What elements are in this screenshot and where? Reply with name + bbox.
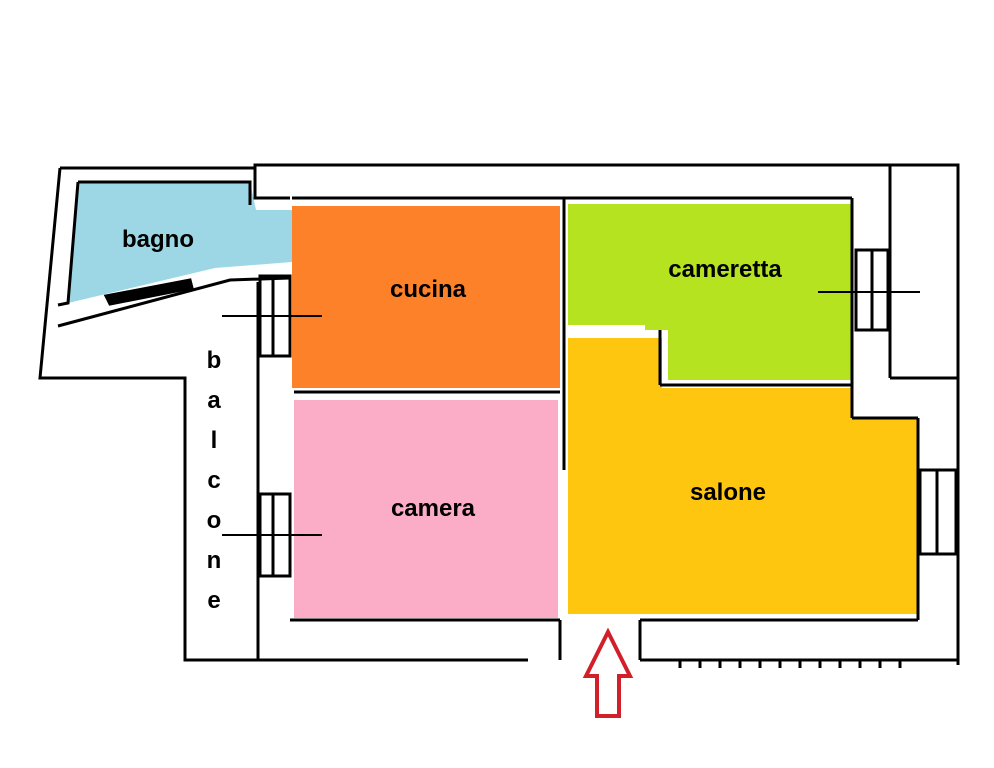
room-salone — [568, 338, 918, 614]
label-cucina: cucina — [390, 276, 467, 303]
railing — [678, 660, 902, 668]
balcone-letter: b — [207, 347, 222, 374]
fixture-lines — [222, 291, 920, 536]
room-cucina — [292, 206, 560, 388]
room-cameretta — [568, 204, 852, 380]
label-camera: camera — [391, 495, 476, 522]
entrance-arrow-icon — [582, 627, 634, 718]
label-balcone: b a l c o n e — [207, 347, 222, 614]
balcone-letter: l — [211, 427, 218, 454]
label-salone: salone — [690, 479, 766, 506]
label-bagno: bagno — [122, 226, 194, 253]
balcone-letter: o — [207, 507, 222, 534]
room-bagno — [68, 182, 292, 303]
balcone-letter: c — [207, 467, 220, 494]
balcone-letter: e — [207, 587, 220, 614]
balcone-letter: n — [207, 547, 222, 574]
bagno-window — [103, 278, 194, 306]
balcone-letter: a — [207, 387, 221, 414]
label-cameretta: cameretta — [668, 256, 782, 283]
walls — [38, 163, 960, 665]
room-camera — [294, 400, 558, 618]
